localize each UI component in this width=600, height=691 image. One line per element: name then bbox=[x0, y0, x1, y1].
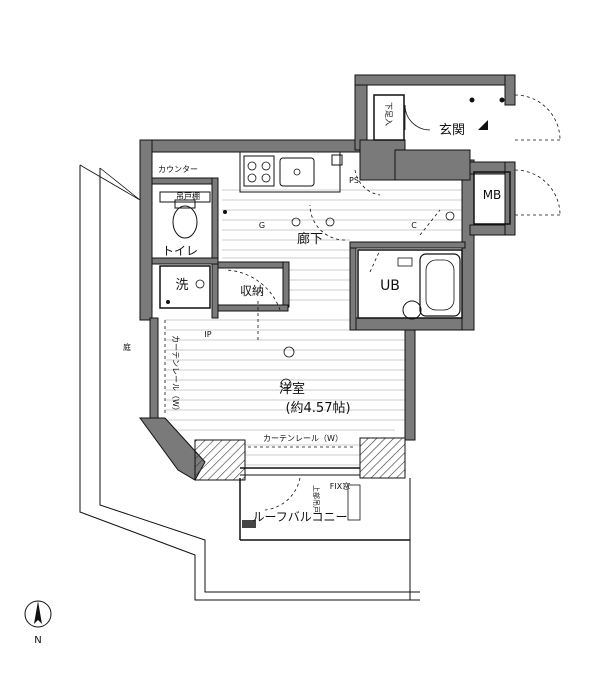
entrance-label: 玄関 bbox=[439, 123, 465, 138]
toilet-label: トイレ bbox=[162, 244, 198, 258]
unit-bath bbox=[357, 249, 463, 320]
garden-label: 庭 bbox=[123, 342, 131, 352]
corridor-label: 廊下 bbox=[297, 231, 323, 247]
washer-label: 洗 bbox=[175, 278, 188, 293]
storage-label: 収納 bbox=[240, 284, 264, 298]
doors bbox=[224, 169, 441, 340]
roof-balcony bbox=[239, 467, 411, 600]
western-room-size: (約4.57帖) bbox=[285, 401, 350, 416]
roof-balcony-label: ルーフバルコニー bbox=[252, 510, 347, 524]
storage-shelf-label: 吊戸棚 bbox=[176, 191, 200, 201]
ip-label: IP bbox=[204, 330, 211, 339]
g-mark: G bbox=[259, 221, 265, 230]
compass-n-label: N bbox=[34, 635, 41, 646]
toilet-area bbox=[159, 191, 211, 309]
compass-icon: N bbox=[24, 600, 52, 646]
fix-window-label: FIX窓 bbox=[330, 481, 350, 491]
shoe-box-label: 下足入 bbox=[384, 102, 393, 126]
curtain-rails bbox=[164, 320, 355, 448]
floor-texture bbox=[165, 189, 465, 466]
garden-area bbox=[79, 164, 420, 601]
curtain-rail-vertical-label: カーテンレール（W） bbox=[171, 335, 180, 415]
entrance-area bbox=[373, 94, 561, 225]
c-mark: C bbox=[411, 221, 417, 230]
counter-label: カウンター bbox=[158, 165, 198, 174]
kitchen bbox=[239, 151, 343, 193]
western-room-label: 洋室 bbox=[279, 381, 305, 397]
fixtures bbox=[166, 210, 455, 390]
meter-box-label: MB bbox=[483, 188, 502, 202]
labels: 洋室 (約4.57帖) 廊下 玄関 収納 UB トイレ 洗 MB ルーフバルコニ… bbox=[123, 102, 501, 524]
upper-storage-label: 上部吊戸 bbox=[312, 485, 321, 513]
curtain-rail-horizontal-label: カーテンレール（W） bbox=[263, 434, 343, 443]
unit-bath-label: UB bbox=[380, 278, 400, 294]
ps-label: PS bbox=[349, 176, 359, 185]
